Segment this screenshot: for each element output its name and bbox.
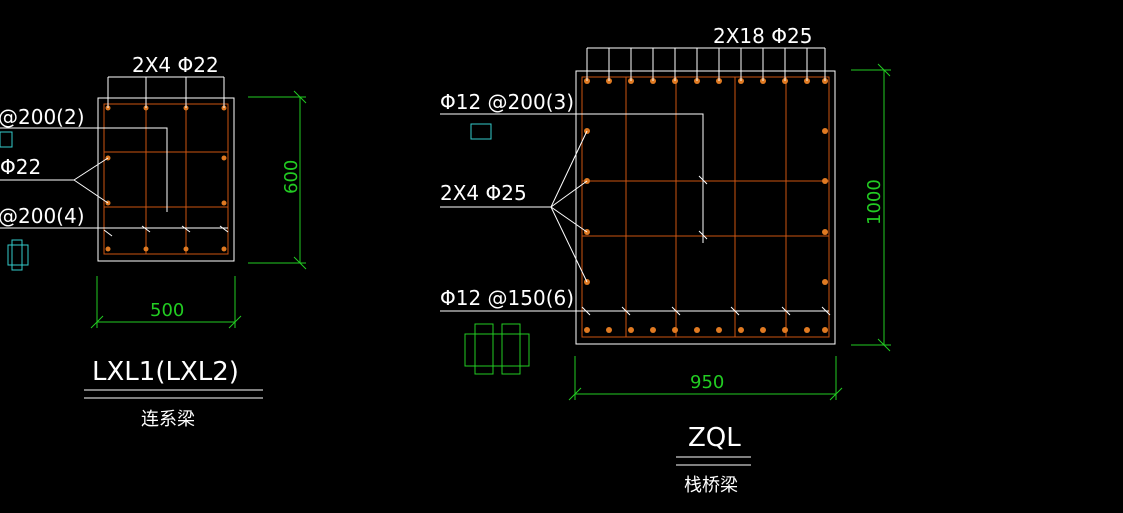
right-rebar-grid bbox=[582, 77, 829, 337]
left-stirrup-label-2: @200(4) bbox=[0, 204, 85, 228]
left-dim-width bbox=[90, 276, 242, 329]
left-section-subtitle: 连系梁 bbox=[141, 409, 195, 430]
right-dim-width-label: 950 bbox=[690, 372, 724, 393]
left-stirrup-label-1: @200(2) bbox=[0, 105, 85, 129]
right-stirrup-label-2: Φ12 @150(6) bbox=[440, 286, 574, 310]
right-side-bars-label: 2X4 Φ25 bbox=[440, 181, 527, 205]
left-side-leaders bbox=[0, 127, 228, 229]
right-dim-height bbox=[851, 63, 891, 352]
left-tick-marks bbox=[103, 225, 229, 237]
right-rebar-dots-top bbox=[584, 78, 828, 84]
right-concrete-outline bbox=[575, 70, 836, 345]
left-section: 2X4 Φ22 @200(2) Φ22 @200(4) 600 bbox=[0, 53, 307, 430]
left-section-title: LXL1(LXL2) bbox=[92, 357, 239, 387]
left-stirrup-symbol-1 bbox=[0, 131, 13, 148]
left-stirrup-symbol-2 bbox=[7, 239, 29, 271]
right-rebar-dots-side bbox=[584, 128, 828, 285]
left-dim-width-label: 500 bbox=[150, 300, 184, 321]
right-section: 2X18 Φ25 Φ12 @200(3) 2X4 Φ25 Φ12 @150(6) bbox=[440, 24, 891, 496]
right-side-leaders bbox=[440, 113, 829, 312]
left-top-label: 2X4 Φ22 bbox=[132, 53, 219, 77]
right-dim-width bbox=[568, 356, 843, 401]
left-top-leader bbox=[107, 76, 225, 108]
right-tick-marks bbox=[581, 175, 831, 316]
left-side-bars-label: Φ22 bbox=[0, 155, 41, 179]
right-stirrup-outline bbox=[581, 76, 830, 338]
left-rebar-grid bbox=[104, 104, 228, 254]
left-dim-height-label: 600 bbox=[281, 160, 302, 194]
right-top-label: 2X18 Φ25 bbox=[713, 24, 812, 48]
right-section-title: ZQL bbox=[688, 423, 741, 453]
right-section-subtitle: 栈桥梁 bbox=[684, 475, 738, 496]
left-dim-height bbox=[248, 90, 307, 270]
right-stirrup-symbol-2 bbox=[464, 323, 530, 375]
right-stirrup-label-1: Φ12 @200(3) bbox=[440, 90, 574, 114]
left-rebar-dots bbox=[105, 105, 227, 252]
right-rebar-dots-bottom bbox=[584, 327, 828, 333]
left-concrete-outline bbox=[97, 97, 235, 262]
left-stirrup-outline bbox=[103, 103, 229, 255]
right-top-leader bbox=[586, 47, 826, 81]
right-dim-height-label: 1000 bbox=[864, 179, 885, 225]
right-stirrup-symbol-1 bbox=[470, 123, 492, 140]
